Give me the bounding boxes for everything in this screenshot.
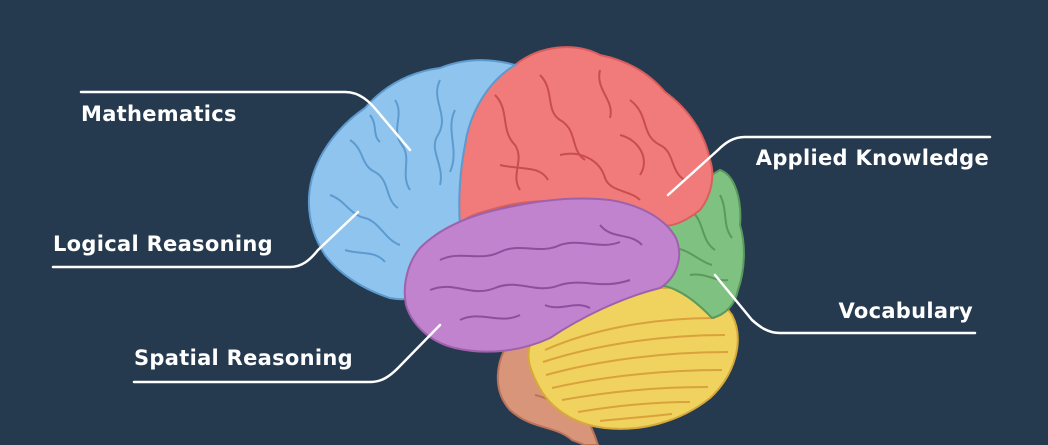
leader-line-vocabulary [713,273,977,335]
cerebellum-folds [542,317,729,422]
parietal-region [458,46,714,227]
label-spatial-reasoning: Spatial Reasoning [134,346,353,370]
label-logical-reasoning: Logical Reasoning [53,232,273,256]
frontal-folds [329,79,456,263]
temporal-folds [429,224,643,321]
label-vocabulary: Vocabulary [838,299,973,323]
temporal-region [403,197,681,353]
leader-line-logical-reasoning [51,210,360,269]
leader-line-applied-knowledge [666,135,992,197]
parietal-folds [494,69,686,201]
label-mathematics: Mathematics [81,102,237,126]
label-applied-knowledge: Applied Knowledge [755,146,989,170]
leader-lines [51,90,992,384]
leader-line-mathematics [79,90,412,152]
leader-line-spatial-reasoning [132,323,442,384]
